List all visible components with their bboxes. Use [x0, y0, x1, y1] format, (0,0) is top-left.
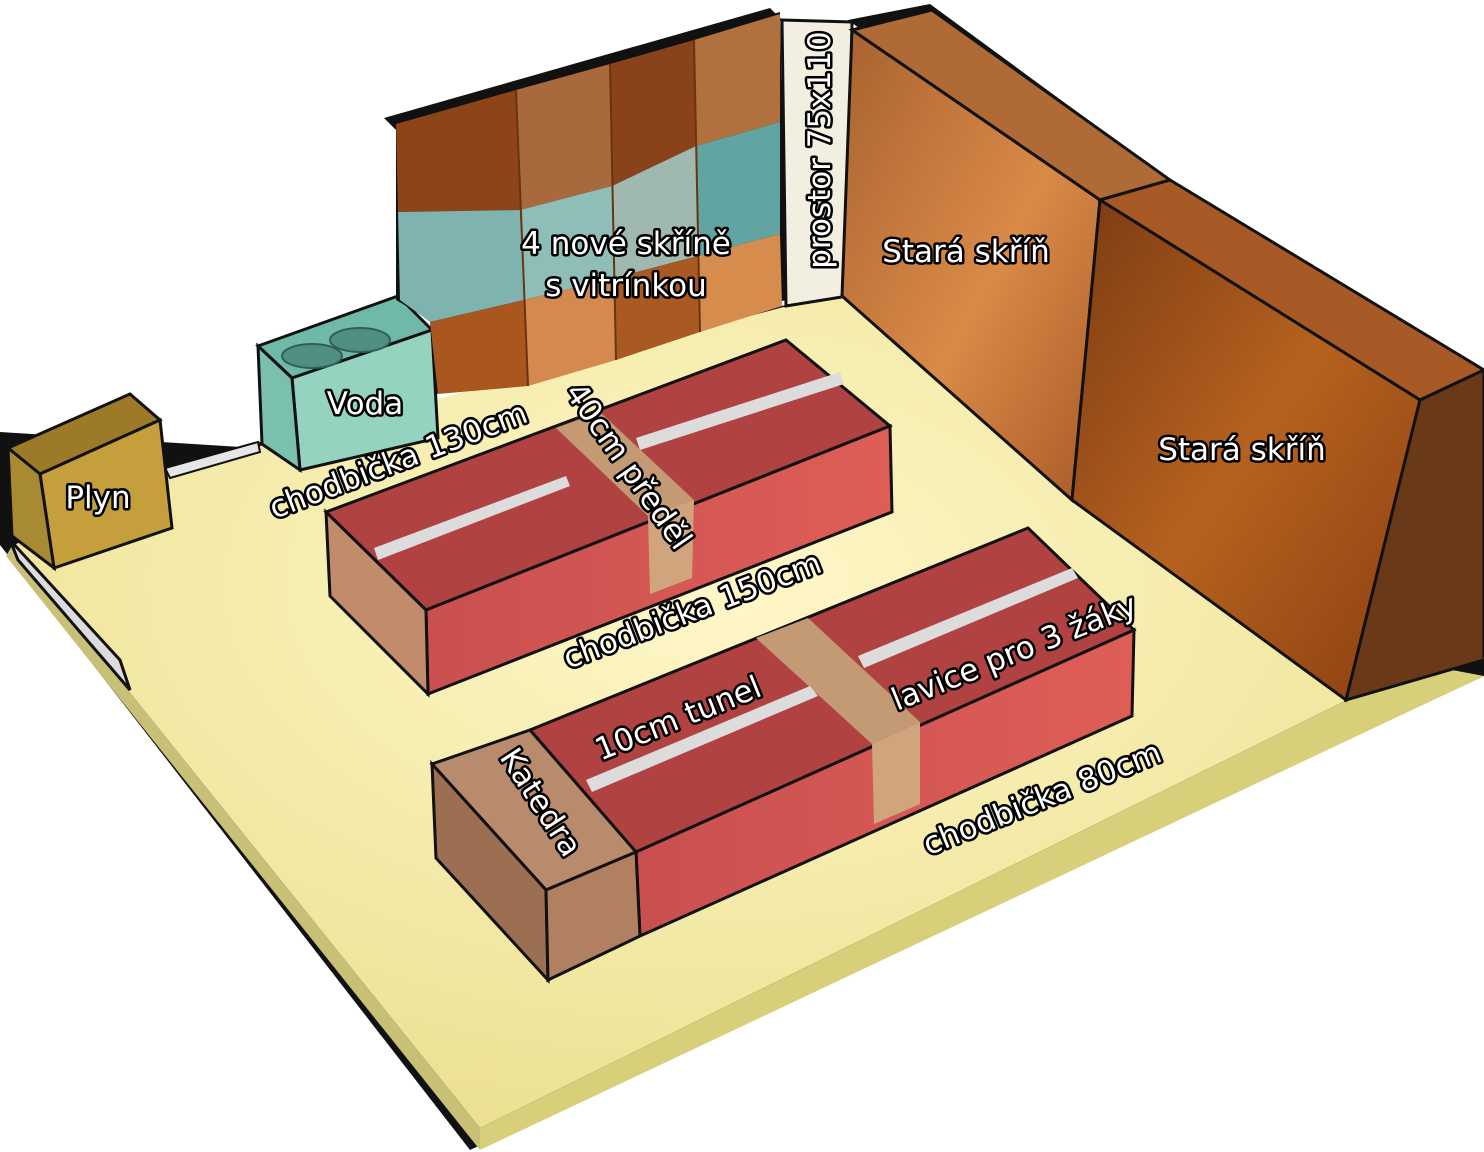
free-space-column: prostor 75x110: [780, 18, 854, 308]
tunnel-strip: [636, 372, 844, 450]
space-label: prostor 75x110: [802, 31, 838, 269]
new-cabinets: 4 nové skříně s vitrínkou: [384, 8, 786, 394]
tunnel-strip: [374, 476, 570, 560]
old-cabinet-front: Stará skříň: [1070, 178, 1484, 703]
new-cabinets-label-line2: s vitrínkou: [545, 268, 707, 304]
old-cabinet-back: Stará skříň: [840, 4, 1174, 504]
tunnel-strip: [586, 686, 818, 792]
gas-label: Plyn: [65, 480, 130, 516]
teacher-desk: Katedra: [429, 728, 642, 984]
new-cabinets-label-line1: 4 nové skříně: [521, 226, 731, 262]
sink-basin-icon: [281, 327, 391, 369]
old-cabinet-back-label: Stará skříň: [882, 234, 1050, 270]
old-cabinet-front-label: Stará skříň: [1158, 432, 1326, 468]
tunnel-strip: [858, 568, 1078, 668]
front-bench-row: lavice pro 3 žáky 10cm tunel: [527, 526, 1145, 939]
water-label: Voda: [327, 386, 403, 422]
back-bench-row: chodbička 130cm 40cm předěl: [262, 338, 894, 698]
gas-cabinet: Plyn: [5, 392, 174, 572]
